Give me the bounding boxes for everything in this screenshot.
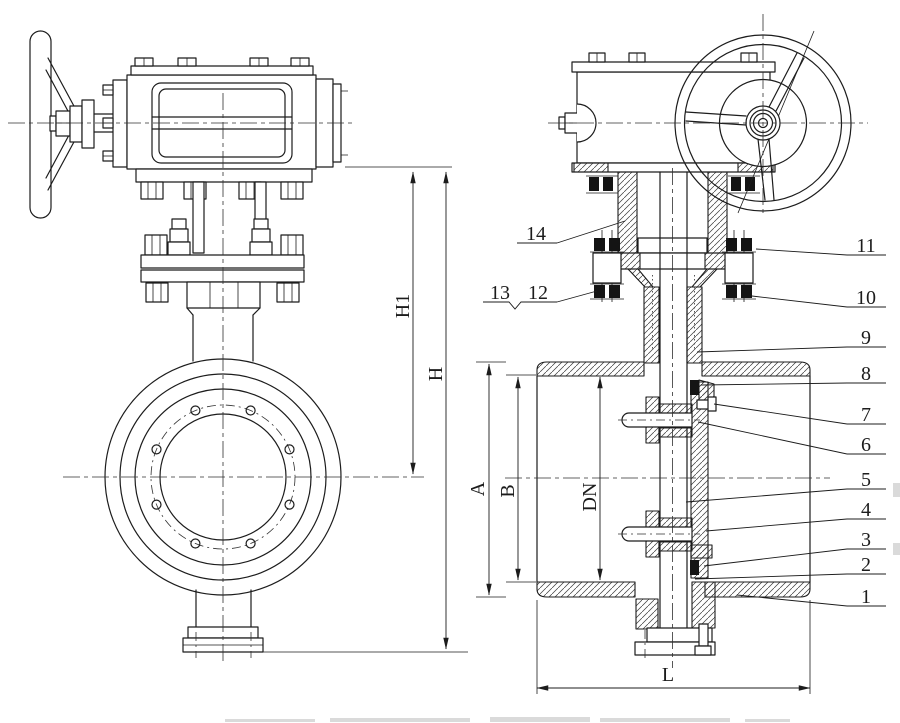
part-label-5: 5 bbox=[861, 469, 871, 491]
part-label-12: 12 bbox=[528, 282, 548, 304]
stem bbox=[659, 171, 688, 631]
handwheel-spoke-lower bbox=[45, 134, 76, 191]
seat-lower bbox=[690, 544, 713, 575]
gland-bolt-left bbox=[590, 230, 624, 302]
dim-label-a: A bbox=[467, 481, 489, 496]
gearbox-top-plate-front bbox=[571, 61, 776, 73]
mounting-plate-side bbox=[135, 168, 313, 254]
body-bottom-wall-left bbox=[536, 581, 636, 598]
dim-label-h: H bbox=[425, 367, 447, 381]
neck-tube bbox=[192, 314, 254, 362]
dim-label-dn: DN bbox=[579, 483, 601, 512]
dimension-l: L bbox=[536, 600, 811, 694]
stem-flange-upper bbox=[140, 254, 305, 269]
hub-plate-1 bbox=[69, 105, 83, 143]
hub-plate-2 bbox=[81, 99, 95, 149]
top-flange-side bbox=[140, 218, 305, 362]
body-top-wall-right bbox=[701, 361, 811, 377]
seal-ring-lower bbox=[690, 560, 699, 575]
gland-assembly-section bbox=[590, 230, 756, 364]
dim-label-l: L bbox=[662, 664, 674, 686]
pin-lower bbox=[618, 510, 700, 558]
dimension-dn: DN bbox=[579, 376, 603, 581]
part-label-13: 13 bbox=[490, 282, 510, 304]
bottom-trunnion bbox=[634, 581, 716, 659]
body-end-faces bbox=[536, 375, 811, 583]
pin-upper bbox=[618, 396, 700, 444]
dim-label-h1: H1 bbox=[392, 294, 414, 318]
dimension-a: A bbox=[467, 361, 506, 598]
stem-tip bbox=[49, 115, 57, 132]
flange-bolt-holes bbox=[151, 405, 295, 549]
stem-flange-lower bbox=[140, 269, 305, 283]
bonnet-wall-left bbox=[643, 286, 660, 364]
valve-body-section bbox=[536, 361, 811, 598]
part-label-1: 1 bbox=[861, 586, 871, 608]
part-label-2: 2 bbox=[861, 554, 871, 576]
section-view: A B DN L 14 13 12 11 10 9 bbox=[467, 14, 886, 694]
dimension-h: H bbox=[425, 171, 449, 650]
part-label-7: 7 bbox=[861, 404, 871, 426]
yoke-front-view bbox=[571, 162, 776, 269]
dim-label-b: B bbox=[497, 484, 519, 497]
gearbox-top-plate bbox=[130, 65, 314, 76]
part-label-6: 6 bbox=[861, 434, 871, 456]
part-labels: 14 13 12 11 10 9 8 7 6 5 4 3 2 bbox=[483, 220, 886, 608]
seal-ring-upper bbox=[690, 380, 699, 395]
gearbox-side-view bbox=[102, 57, 348, 170]
part-label-14: 14 bbox=[526, 223, 546, 245]
dimension-b: B bbox=[497, 374, 536, 583]
part-label-11: 11 bbox=[856, 235, 875, 257]
gland-bolt-right bbox=[722, 230, 756, 302]
part-label-10: 10 bbox=[856, 287, 876, 309]
scan-artifact-strip bbox=[225, 483, 900, 722]
yoke-column-left bbox=[192, 181, 205, 254]
gearbox-top-bolts bbox=[134, 57, 310, 67]
handwheel-side-view bbox=[29, 30, 114, 219]
input-shaft bbox=[93, 113, 114, 133]
handwheel-nut bbox=[55, 110, 71, 137]
front-view: H1 H bbox=[8, 30, 468, 663]
gearbox-end-plate bbox=[112, 79, 128, 168]
body-bottom-wall-right bbox=[704, 581, 811, 598]
part-label-4: 4 bbox=[861, 499, 871, 521]
part-label-3: 3 bbox=[861, 529, 871, 551]
neck-block bbox=[186, 281, 261, 309]
body-top-wall-left bbox=[536, 361, 645, 377]
bottom-stub-neck bbox=[195, 589, 252, 628]
part-label-8: 8 bbox=[861, 363, 871, 385]
handwheel-spoke-upper bbox=[45, 57, 76, 114]
part-label-9: 9 bbox=[861, 327, 871, 349]
dimension-h1: H1 bbox=[263, 166, 468, 653]
spoke-down bbox=[757, 138, 775, 201]
mounting-bolts bbox=[140, 181, 304, 200]
